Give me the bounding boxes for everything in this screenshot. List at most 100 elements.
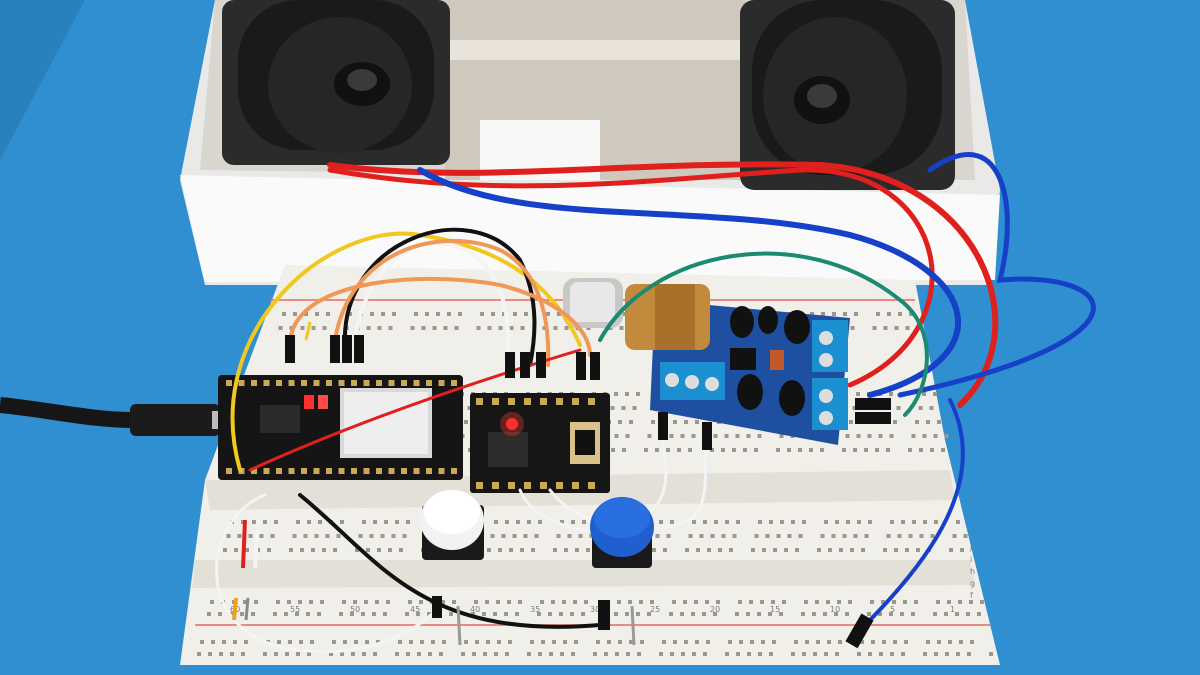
breadboard-hole — [929, 406, 934, 410]
breadboard-hole — [677, 448, 681, 452]
breadboard-hole — [270, 534, 275, 538]
breadboard-hole — [549, 652, 553, 656]
breadboard-hole — [812, 612, 816, 616]
breadboard-hole — [923, 520, 927, 524]
breadboard-hole — [695, 420, 699, 424]
breadboard-hole — [768, 612, 772, 616]
header-pin — [313, 468, 320, 474]
breadboard-hole — [351, 652, 355, 656]
header-pin — [263, 380, 270, 386]
breadboard-hole — [637, 652, 641, 656]
breadboard-hole — [872, 326, 877, 330]
breadboard-hole — [614, 612, 618, 616]
breadboard-hole — [791, 652, 795, 656]
breadboard-hole — [537, 612, 541, 616]
breadboard-hole — [218, 612, 222, 616]
dfplayer-pin-headers — [476, 398, 595, 489]
breadboard-hole — [443, 326, 448, 330]
breadboard-hole — [795, 548, 799, 552]
breadboard-hole — [197, 652, 201, 656]
breadboard-hole — [398, 640, 402, 644]
breadboard-hole — [757, 434, 762, 438]
breadboard-hole — [881, 600, 885, 604]
breadboard-hole — [864, 448, 868, 452]
breadboard-hole — [538, 520, 542, 524]
breadboard-hole — [765, 534, 770, 538]
breadboard-hole — [949, 548, 953, 552]
breadboard-hole — [410, 326, 415, 330]
breadboard-hole — [824, 520, 828, 524]
breadboard-hole — [380, 534, 385, 538]
breadboard-hole — [937, 640, 941, 644]
breadboard-hole — [507, 600, 511, 604]
breadboard-hole — [860, 640, 864, 644]
breadboard-hole — [636, 392, 640, 396]
header-pin — [388, 468, 395, 474]
breadboard-hole — [288, 640, 292, 644]
header-pin — [540, 482, 547, 489]
breadboard-hole — [619, 326, 624, 330]
breadboard-hole — [680, 434, 685, 438]
breadboard-hole — [919, 534, 924, 538]
breadboard-hole — [670, 520, 674, 524]
breadboard-hole — [230, 652, 234, 656]
breadboard-hole — [320, 600, 324, 604]
breadboard-hole — [354, 640, 358, 644]
breadboard-hole — [944, 434, 949, 438]
header-pin — [276, 468, 282, 474]
breadboard-hole — [557, 312, 561, 316]
breadboard-hole — [237, 534, 242, 538]
breadboard-hole — [867, 434, 872, 438]
breadboard-hole — [922, 434, 927, 438]
breadboard-hole — [370, 312, 374, 316]
breadboard-hole — [890, 520, 894, 524]
breadboard-hole — [673, 420, 677, 424]
breadboard-hole — [472, 652, 476, 656]
header-pin — [401, 380, 407, 386]
breadboard-hole — [904, 640, 908, 644]
breadboard-hole — [952, 534, 957, 538]
breadboard-hole — [779, 434, 784, 438]
breadboard-hole — [989, 652, 993, 656]
header-pin — [238, 380, 245, 386]
breadboard-hole — [617, 600, 621, 604]
breadboard-hole — [930, 448, 934, 452]
breadboard-column-label: 40 — [470, 605, 480, 614]
breadboard-hole — [967, 652, 971, 656]
breadboard-hole — [845, 612, 849, 616]
breadboard-hole — [243, 600, 247, 604]
breadboard-hole — [669, 434, 674, 438]
breadboard-hole — [364, 600, 368, 604]
breadboard-hole — [497, 640, 501, 644]
breadboard-hole — [405, 612, 409, 616]
breadboard-hole — [386, 600, 390, 604]
breadboard-hole — [304, 312, 308, 316]
breadboard-hole — [625, 434, 630, 438]
breadboard-hole — [944, 612, 948, 616]
breadboard-hole — [471, 612, 475, 616]
jumper-wires — [215, 152, 1096, 653]
breadboard-column-label: 30 — [590, 605, 600, 614]
breadboard-hole — [222, 640, 226, 644]
breadboard-hole — [856, 392, 860, 396]
breadboard-hole — [959, 640, 963, 644]
breadboard-hole — [941, 448, 945, 452]
breadboard-hole — [505, 652, 509, 656]
breadboard-hole — [395, 520, 399, 524]
breadboard-hole — [299, 640, 303, 644]
breadboard-hole — [688, 534, 693, 538]
breadboard-hole — [234, 548, 238, 552]
breadboard-hole — [399, 548, 403, 552]
breadboard-hole — [284, 612, 288, 616]
breadboard-hole — [475, 640, 479, 644]
breadboard-hole — [933, 612, 937, 616]
breadboard-hole — [303, 534, 308, 538]
breadboard-hole — [307, 652, 311, 656]
breadboard-hole — [395, 652, 399, 656]
breadboard-hole — [683, 600, 687, 604]
breadboard-hole — [735, 434, 740, 438]
breadboard-hole — [878, 612, 882, 616]
breadboard-hole — [614, 434, 619, 438]
breadboard-hole — [673, 640, 677, 644]
breadboard-hole — [464, 640, 468, 644]
